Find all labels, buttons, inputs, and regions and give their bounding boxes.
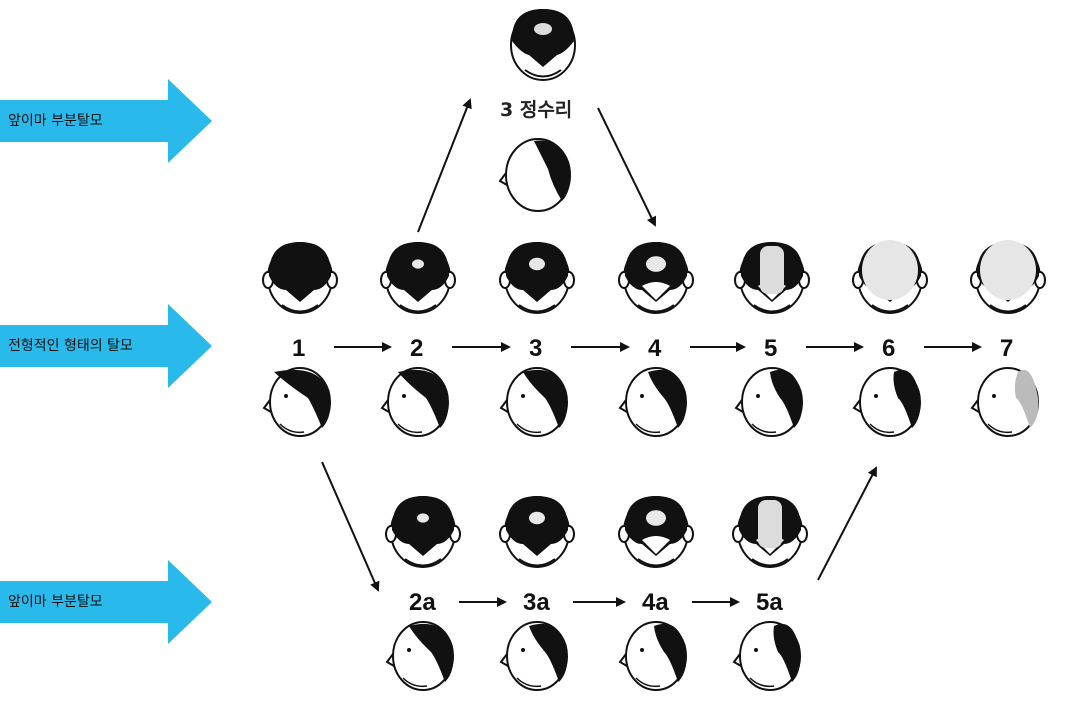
side-head-icon xyxy=(387,622,453,690)
top-head-icon xyxy=(733,496,807,567)
vertex-stage-label: 3 정수리 xyxy=(500,99,572,121)
main-stage-label: 5 xyxy=(764,335,777,362)
anterior-stage-label: 2a xyxy=(409,589,436,616)
anterior-stage-label: 4a xyxy=(642,589,669,616)
arrow-from-anterior xyxy=(818,468,876,580)
arrow-from-vertex xyxy=(598,108,655,225)
side-head-icon xyxy=(734,622,800,690)
side-head-icon xyxy=(972,368,1038,436)
main-stage-label: 3 xyxy=(529,335,542,362)
main-stage-label: 6 xyxy=(882,335,895,362)
top-head-icon xyxy=(735,242,809,313)
side-head-icon xyxy=(501,368,567,436)
top-head-icon xyxy=(619,242,693,313)
side-head-icon xyxy=(620,622,686,690)
top-head-icon xyxy=(511,9,575,80)
arrow-to-anterior xyxy=(322,462,378,590)
top-head-icon xyxy=(386,496,460,567)
anterior-stage-label: 3a xyxy=(523,589,550,616)
main-stage-label: 2 xyxy=(410,335,423,362)
top-head-icon xyxy=(381,242,455,313)
main-stage-label: 4 xyxy=(648,335,662,362)
side-head-icon xyxy=(264,368,330,436)
arrow-to-vertex xyxy=(418,100,470,232)
main-stage-label: 7 xyxy=(1000,335,1013,362)
side-head-icon xyxy=(620,368,686,436)
side-head-icon xyxy=(736,368,802,436)
top-head-icon xyxy=(500,242,574,313)
top-head-icon xyxy=(971,240,1045,313)
top-head-icon xyxy=(263,242,337,313)
top-head-icon xyxy=(853,240,927,313)
main-stage-label: 1 xyxy=(292,335,305,362)
side-head-icon xyxy=(382,368,448,436)
anterior-stage-label: 5a xyxy=(756,589,783,616)
side-head-icon xyxy=(854,368,920,436)
top-head-icon xyxy=(619,496,693,567)
side-head-icon xyxy=(501,622,567,690)
side-head-icon xyxy=(500,139,570,211)
top-head-icon xyxy=(500,496,574,567)
